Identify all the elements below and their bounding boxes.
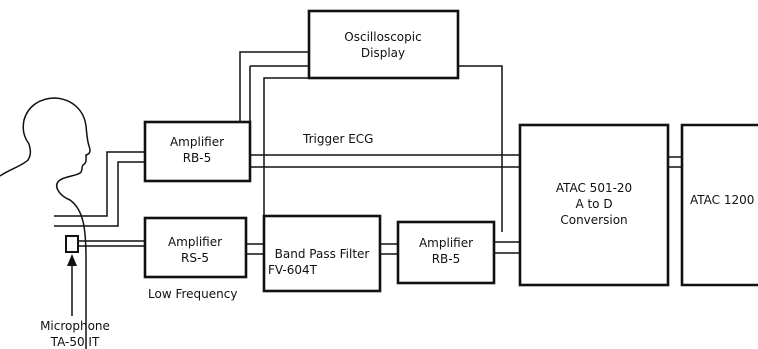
amp-top-label-line1: Amplifier	[170, 135, 224, 149]
amplifier-rb5-right-block: Amplifier RB-5	[398, 222, 494, 283]
band-pass-label-line2: FV-604T	[268, 263, 318, 277]
amp-top-label-line2: RB-5	[183, 151, 212, 165]
amp-low-label-line1: Amplifier	[168, 235, 222, 249]
microphone-label-line1: Microphone	[40, 319, 110, 333]
oscilloscope-label-line1: Oscilloscopic	[344, 30, 421, 44]
atac-ad-label-line2: A to D	[575, 197, 612, 211]
microphone-pointer-arrow	[67, 254, 77, 266]
trigger-ecg-label: Trigger ECG	[302, 132, 373, 146]
atac-1200-block: ATAC 1200	[682, 125, 758, 285]
atac-ad-label-line3: Conversion	[560, 213, 627, 227]
amplifier-rb5-top-block: Amplifier RB-5	[145, 122, 250, 181]
band-pass-filter-block: Band Pass Filter FV-604T	[264, 216, 380, 291]
low-frequency-label: Low Frequency	[148, 287, 237, 301]
amp-low-label-line2: RS-5	[181, 251, 209, 265]
microphone-icon	[66, 236, 78, 252]
amplifier-rs5-block: Amplifier RS-5	[145, 218, 246, 277]
amp-right-label-line1: Amplifier	[419, 236, 473, 250]
oscilloscopic-display-block: Oscilloscopic Display	[309, 11, 458, 78]
person-silhouette-icon	[0, 98, 90, 349]
atac-1200-label: ATAC 1200	[690, 193, 754, 207]
oscilloscope-label-line2: Display	[361, 46, 405, 60]
atac-ad-label-line1: ATAC 501-20	[556, 181, 632, 195]
amp-right-label-line2: RB-5	[432, 252, 461, 266]
microphone-label-line2: TA-50 IT	[50, 335, 100, 349]
atac-501-20-block: ATAC 501-20 A to D Conversion	[520, 125, 668, 285]
band-pass-label-line1: Band Pass Filter	[275, 247, 370, 261]
